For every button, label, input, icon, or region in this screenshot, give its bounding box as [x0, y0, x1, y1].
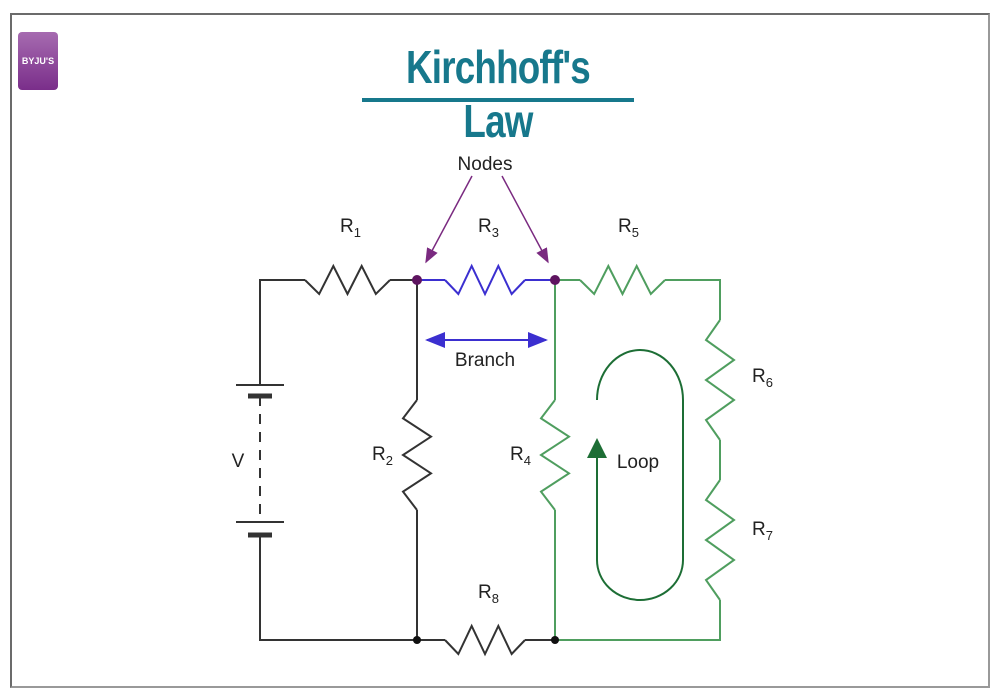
node-arrow-right [501, 175, 549, 264]
label-r8: R8 [478, 582, 499, 606]
loop-label: Loop [617, 452, 659, 473]
voltage-label: V [232, 451, 245, 472]
wire-loop [554, 279, 721, 641]
resistor-r7 [704, 479, 736, 601]
title-underline [362, 98, 634, 102]
junction-dot [551, 636, 559, 644]
loop-arrow [587, 349, 684, 601]
byjus-logo: BYJU'S [18, 32, 58, 90]
wire-black [259, 279, 445, 641]
label-r3: R3 [478, 216, 499, 240]
junction-dot [413, 636, 421, 644]
label-r4: R4 [510, 444, 531, 468]
node-dot [412, 275, 422, 285]
resistor-r2 [401, 399, 433, 511]
node-dot [550, 275, 560, 285]
resistor-r6 [704, 319, 736, 441]
label-r2: R2 [372, 444, 393, 468]
branch-label: Branch [455, 350, 515, 371]
page-title: Kirchhoff's Law [406, 41, 591, 147]
label-r5: R5 [618, 216, 639, 240]
label-r7: R7 [752, 519, 773, 543]
nodes-label: Nodes [458, 154, 513, 175]
diagram-frame [10, 13, 990, 688]
resistor-r1 [304, 263, 391, 297]
node-arrow-left [425, 175, 473, 264]
label-r6: R6 [752, 366, 773, 390]
label-r1: R1 [340, 216, 361, 240]
resistor-r5 [579, 263, 666, 297]
resistor-r3 [444, 263, 526, 297]
resistor-r4 [539, 399, 571, 511]
resistor-r8 [444, 623, 526, 657]
